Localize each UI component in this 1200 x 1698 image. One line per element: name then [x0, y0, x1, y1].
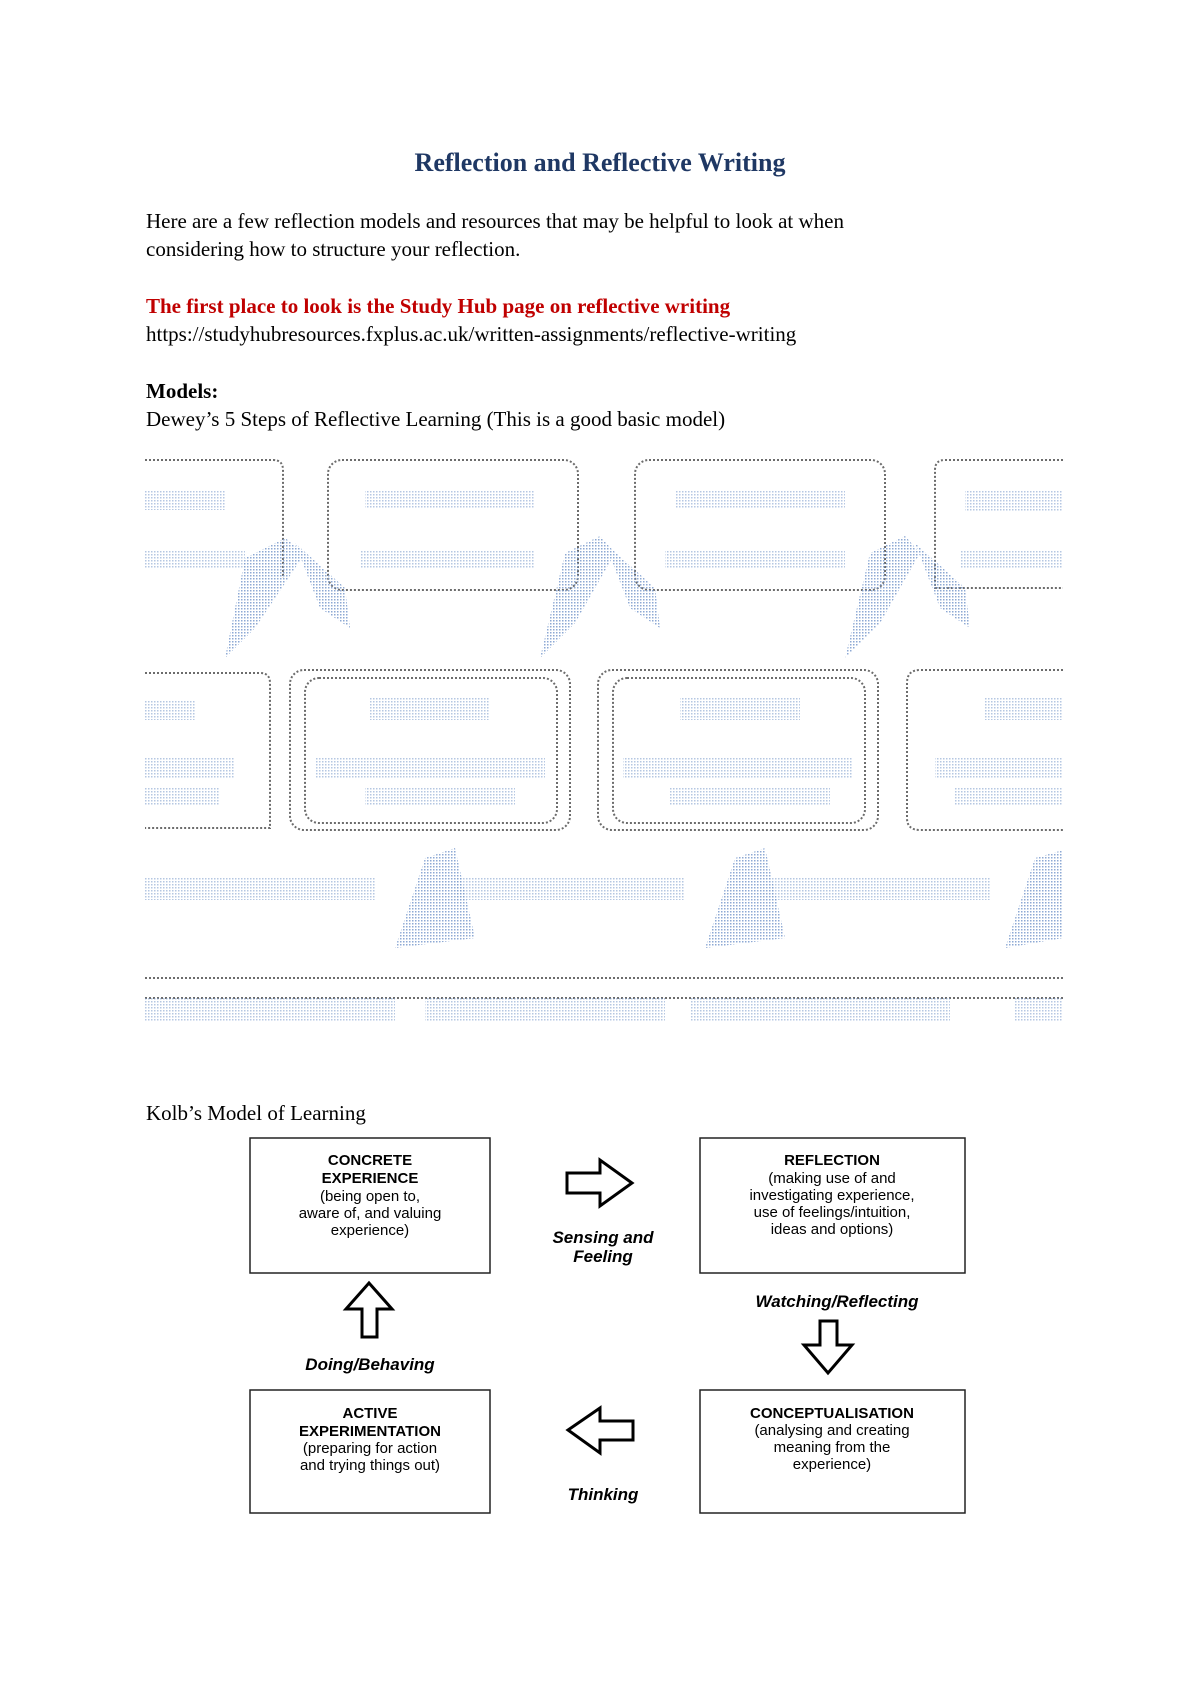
doing-label: Doing/Behaving	[305, 1355, 435, 1374]
concrete-desc-1: (being open to,	[320, 1188, 420, 1205]
page-title: Reflection and Reflective Writing	[414, 148, 786, 177]
reflection-desc-1: (making use of and	[768, 1170, 896, 1187]
reflection-box	[699, 1137, 966, 1274]
intro-line-1: Here are a few reflection models and res…	[146, 209, 844, 233]
conceptualisation-desc-1: (analysing and creating	[754, 1422, 909, 1439]
active-title-2: EXPERIMENTATION	[299, 1423, 441, 1440]
concrete-title-1: CONCRETE	[328, 1152, 412, 1169]
reflection-desc-2: investigating experience,	[749, 1187, 914, 1204]
concrete-experience-box	[249, 1137, 491, 1274]
study-hub-heading: The first place to look is the Study Hub…	[146, 294, 731, 318]
concrete-title-2: EXPERIENCE	[322, 1170, 419, 1187]
study-hub-link[interactable]: https://studyhubresources.fxplus.ac.uk/w…	[146, 322, 797, 346]
active-title-1: ACTIVE	[342, 1405, 397, 1422]
sensing-label-2: Feeling	[573, 1247, 633, 1266]
conceptualisation-desc-3: experience)	[793, 1456, 871, 1473]
kolb-caption: Kolb’s Model of Learning	[146, 1101, 366, 1125]
active-experimentation-box	[249, 1389, 491, 1514]
arrow-down-icon	[800, 1319, 856, 1376]
reflection-title: REFLECTION	[784, 1152, 880, 1169]
reflection-desc-4: ideas and options)	[771, 1221, 894, 1238]
arrow-up-icon	[342, 1280, 396, 1339]
watching-label: Watching/Reflecting	[755, 1292, 919, 1311]
reflection-desc-3: use of feelings/intuition,	[754, 1204, 911, 1221]
intro-line-2: considering how to structure your reflec…	[146, 237, 521, 261]
concrete-desc-2: aware of, and valuing	[299, 1205, 442, 1222]
active-desc-2: and trying things out)	[300, 1457, 440, 1474]
active-desc-1: (preparing for action	[303, 1440, 437, 1457]
arrow-left-icon	[565, 1405, 635, 1456]
dewey-model-image	[145, 459, 1063, 1022]
conceptualisation-title: CONCEPTUALISATION	[750, 1405, 914, 1422]
thinking-label: Thinking	[568, 1485, 639, 1504]
conceptualisation-box	[699, 1389, 966, 1514]
kolb-diagram: CONCRETE EXPERIENCE (being open to, awar…	[249, 1137, 966, 1514]
sensing-label-1: Sensing and	[552, 1228, 654, 1247]
dewey-caption: Dewey’s 5 Steps of Reflective Learning (…	[146, 407, 726, 431]
concrete-desc-3: experience)	[331, 1222, 409, 1239]
conceptualisation-desc-2: meaning from the	[774, 1439, 891, 1456]
arrow-right-icon	[565, 1157, 635, 1209]
models-heading: Models:	[146, 379, 219, 403]
